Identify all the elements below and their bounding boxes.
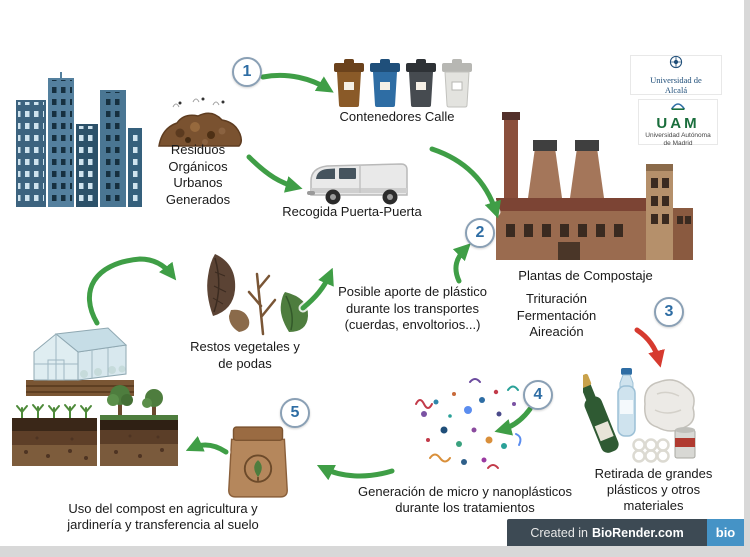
uam-acronym: UAM <box>656 114 700 132</box>
uam-name: Universidad Autónoma de Madrid <box>645 131 711 147</box>
bin-blue-icon <box>370 59 400 107</box>
microplastic-fibers <box>415 378 522 469</box>
arrow-bins-to-plant <box>427 144 501 219</box>
twig-icon <box>247 272 277 336</box>
water-bottle-icon <box>617 368 636 437</box>
green-bottle-icon <box>576 373 619 453</box>
microplastics-scatter-icon <box>412 376 527 481</box>
compost-bag-icon <box>225 424 291 505</box>
bin-light-icon <box>442 59 472 108</box>
small-leaf-icon <box>229 309 250 332</box>
step-badge-5: 5 <box>280 398 310 428</box>
biorender-watermark: Created in BioRender.com bio <box>507 519 744 546</box>
letterbox-right <box>744 0 750 557</box>
composting-plant-icon <box>494 112 694 267</box>
plant-debris-icon <box>185 248 320 343</box>
green-leaf-icon <box>280 292 309 332</box>
arrow-step1-to-bins <box>258 70 334 94</box>
uam-mark-icon <box>670 97 686 115</box>
plastic-bag-icon <box>644 379 695 432</box>
step-badge-2: 2 <box>465 218 495 248</box>
letterbox-bottom <box>0 546 750 557</box>
label-proceso: Trituración Fermentación Aireación <box>516 291 597 339</box>
arrow-plastic-input <box>451 243 471 286</box>
greenhouse-icon <box>26 318 136 403</box>
arrow-plant-to-removal <box>632 325 665 368</box>
organic-waste-pile-icon <box>155 95 245 155</box>
watermark-text: Created in BioRender.com <box>507 519 707 546</box>
dry-leaf-icon <box>207 254 236 316</box>
large-plastics-icon <box>576 366 703 471</box>
uah-crest-icon <box>669 55 683 74</box>
bin-dark-icon <box>406 59 436 107</box>
arrow-waste-to-van <box>244 152 303 193</box>
label-posible-aporte: Posible aporte de plástico durante los t… <box>338 284 487 332</box>
collection-van-icon <box>303 155 413 212</box>
pack-rings-icon <box>632 438 670 463</box>
biorender-badge: bio <box>707 519 744 546</box>
arrow-bag-to-soil <box>185 436 231 457</box>
label-generacion: Generación de micro y nanoplásticos dura… <box>358 484 572 515</box>
watermark-prefix: Created in <box>530 525 588 540</box>
label-plantas: Plantas de Compostaje <box>518 268 653 283</box>
arrow-microplastics-to-bag <box>316 463 397 481</box>
soil-trees-icon <box>100 382 178 471</box>
can-icon <box>674 427 696 459</box>
watermark-brand: BioRender.com <box>592 525 684 540</box>
uam-logo: UAM Universidad Autónoma de Madrid <box>638 97 718 147</box>
bin-brown-icon <box>334 59 364 107</box>
step-badge-4: 4 <box>523 380 553 410</box>
soil-crops-icon <box>12 398 97 471</box>
step-badge-1: 1 <box>232 57 262 87</box>
label-retirada: Retirada de grandes plásticos y otros ma… <box>594 466 713 513</box>
label-uso: Uso del compost en agricultura y jardine… <box>67 501 259 532</box>
uah-logo: Universidad de Alcalá <box>630 55 722 95</box>
label-recogida: Recogida Puerta-Puerta <box>282 204 422 219</box>
arrow-greenhouse-to-debris <box>84 254 177 328</box>
street-bins-icon <box>333 58 473 115</box>
label-contenedores: Contenedores Calle <box>339 109 455 124</box>
label-restos: Restos vegetales y de podas <box>190 339 300 371</box>
city-buildings-icon <box>14 72 144 212</box>
step-badge-3: 3 <box>654 297 684 327</box>
uah-logo-text: Universidad de Alcalá <box>650 75 702 95</box>
label-residuos: Residuos Orgánicos Urbanos Generados <box>165 142 231 207</box>
